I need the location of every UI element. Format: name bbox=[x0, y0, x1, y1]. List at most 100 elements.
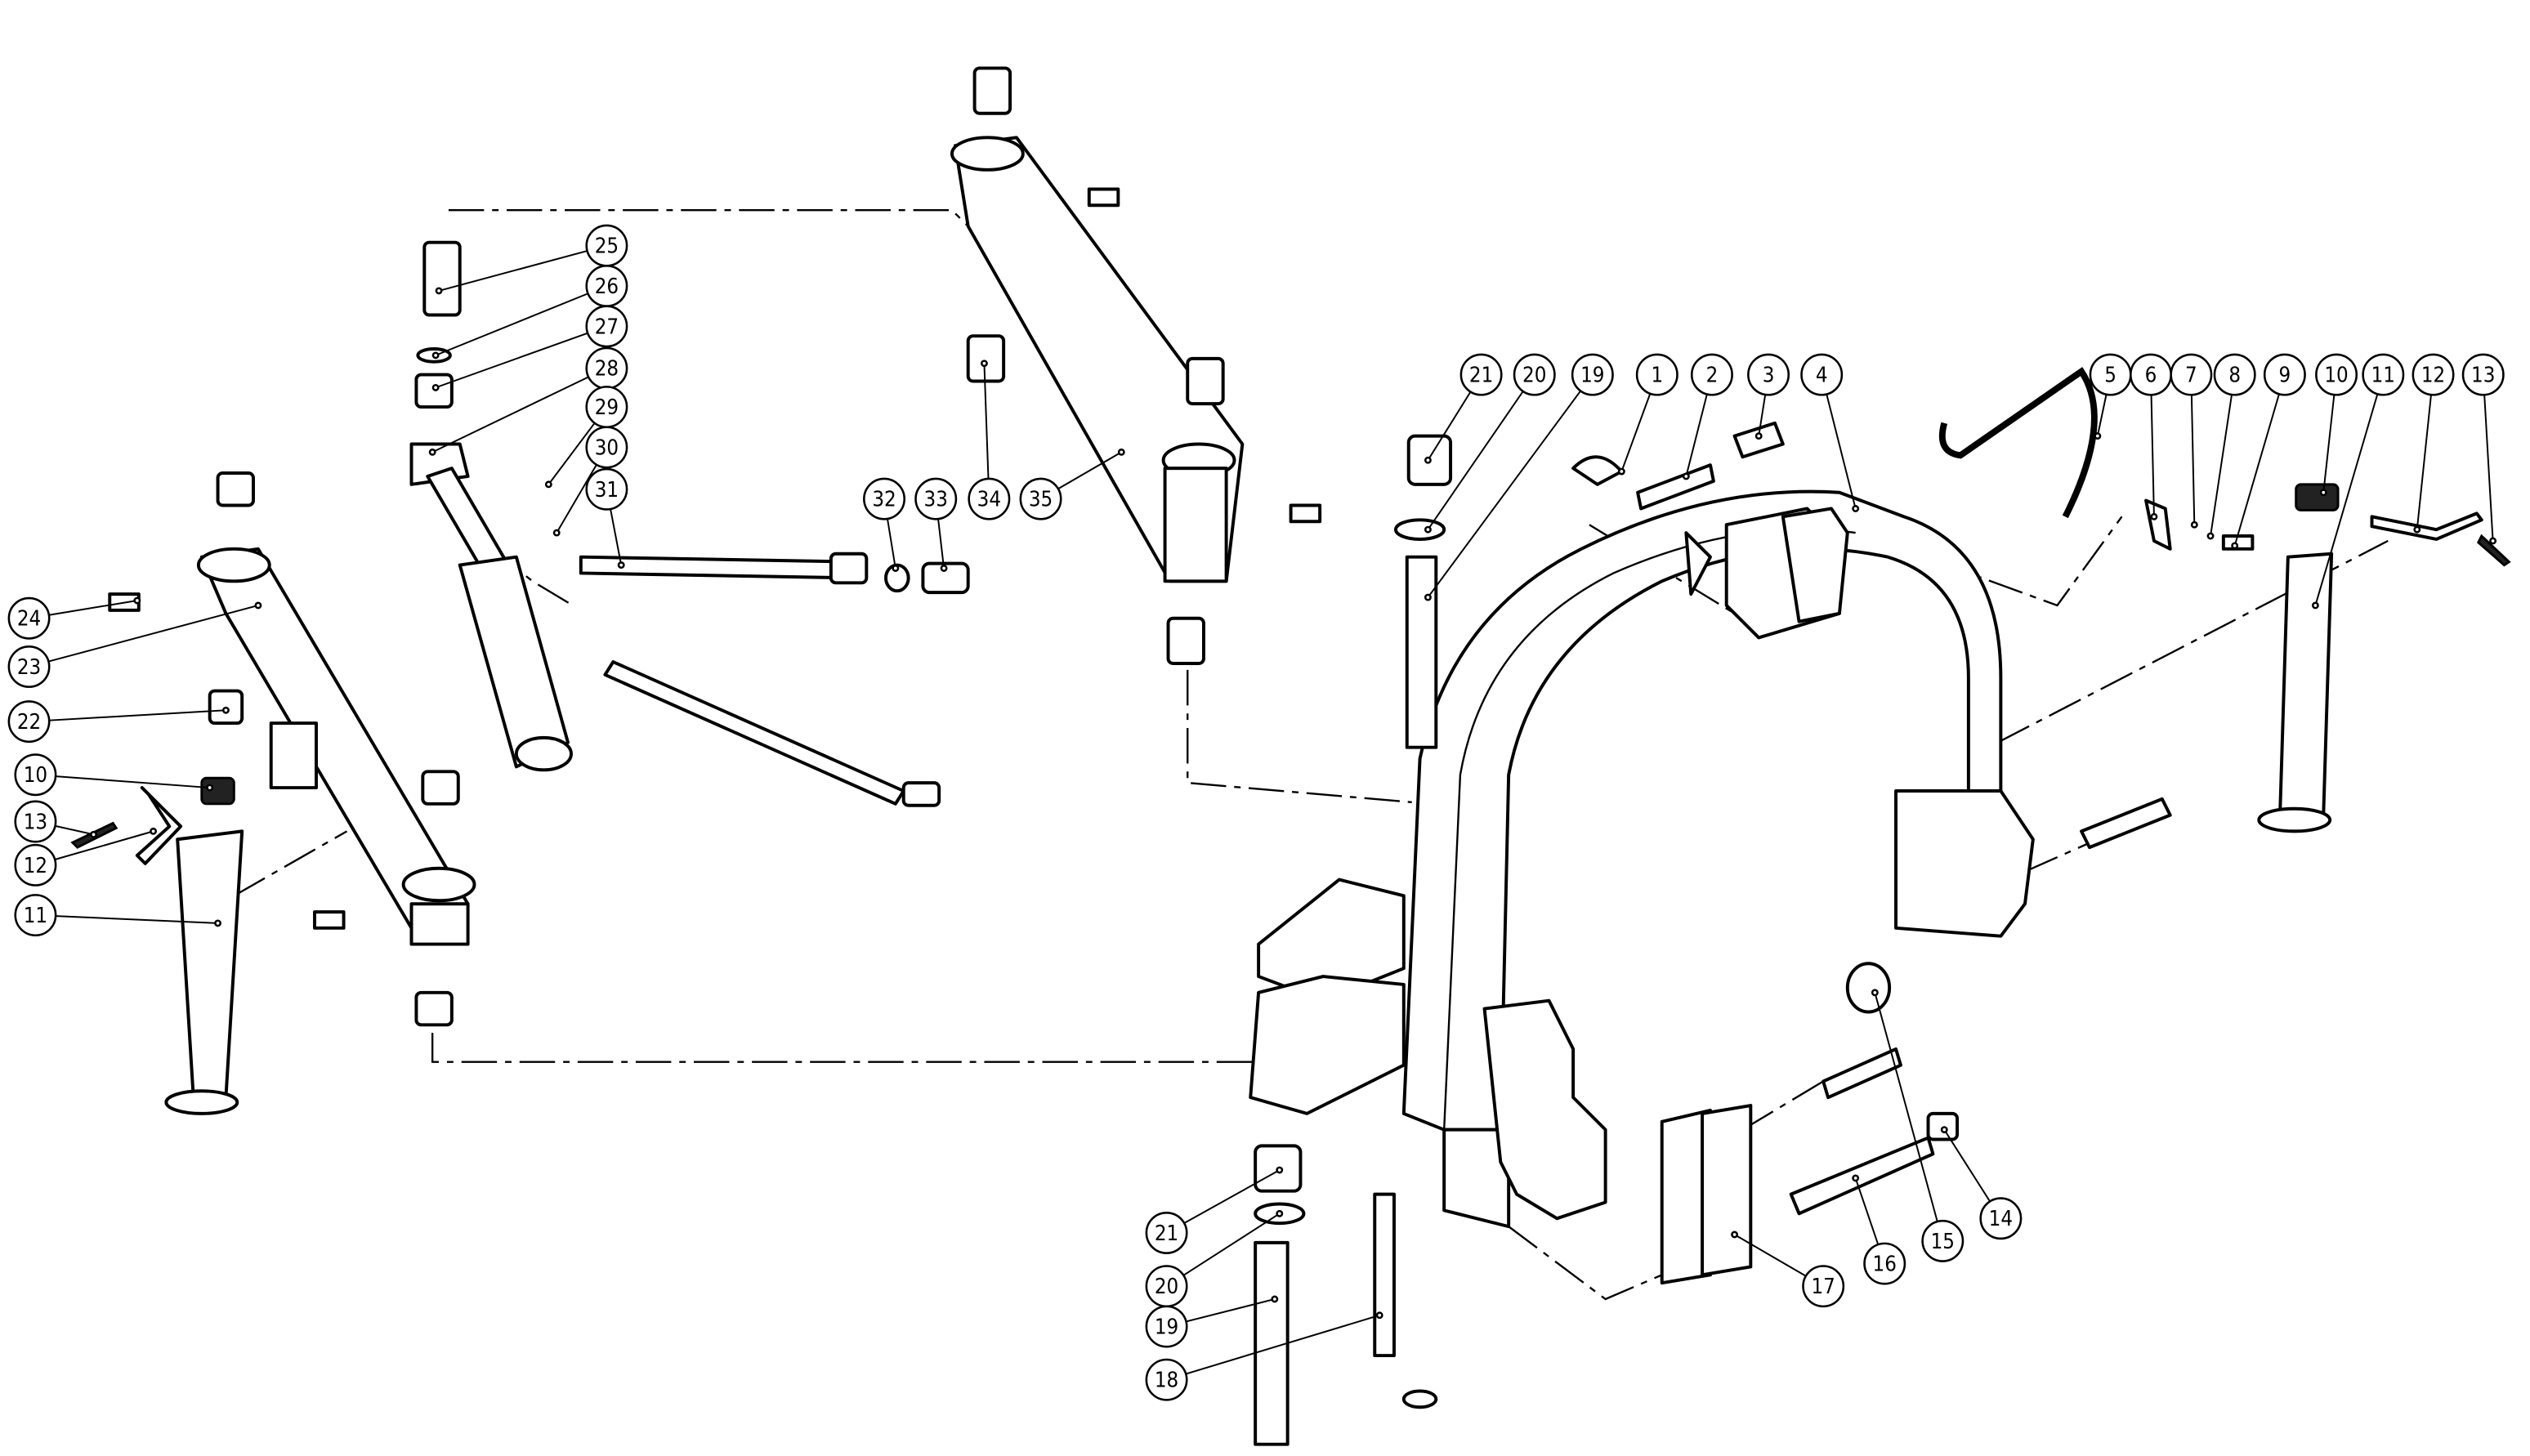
leader-line bbox=[55, 824, 94, 836]
leader-dot bbox=[1852, 505, 1860, 512]
callout-number: 13 bbox=[2471, 364, 2495, 388]
leader-dot bbox=[2413, 525, 2421, 534]
callout-number: 29 bbox=[595, 395, 619, 420]
leader-dot bbox=[940, 565, 948, 572]
callout-circle bbox=[2263, 353, 2306, 396]
leader-line bbox=[1874, 992, 1938, 1222]
leader-dot bbox=[2190, 520, 2198, 529]
leader-dot bbox=[214, 919, 221, 927]
callout-number: 13 bbox=[24, 811, 47, 835]
callout-number: 22 bbox=[17, 710, 41, 735]
leader-dot bbox=[2489, 537, 2497, 545]
left-stand bbox=[70, 776, 244, 1115]
callout-number: 12 bbox=[2421, 364, 2445, 388]
leader-line bbox=[1943, 1129, 1991, 1202]
callout-32: 32 bbox=[863, 477, 905, 572]
callout-18: 18 bbox=[1145, 1311, 1383, 1401]
leader-line bbox=[1685, 394, 1708, 477]
callout-27: 27 bbox=[431, 305, 628, 391]
callout-circle bbox=[7, 596, 51, 640]
callout-number: 6 bbox=[2145, 364, 2157, 388]
callout-number: 15 bbox=[1931, 1230, 1955, 1254]
callout-20: 20 bbox=[1424, 353, 1556, 534]
leader-line bbox=[1182, 1213, 1281, 1276]
leader-line bbox=[1185, 1314, 1380, 1375]
leader-dot bbox=[2150, 512, 2158, 520]
callout-circle bbox=[1019, 477, 1062, 520]
leader-dot bbox=[435, 287, 443, 295]
callout-5: 5 bbox=[2089, 353, 2132, 440]
leader-dot bbox=[90, 830, 97, 838]
callout-13: 13 bbox=[2461, 353, 2505, 545]
leader-dot bbox=[206, 784, 214, 792]
callout-number: 33 bbox=[924, 488, 948, 512]
callout-circle bbox=[14, 753, 57, 797]
leader-line bbox=[2210, 394, 2233, 537]
callout-30: 30 bbox=[552, 426, 628, 537]
leader-line bbox=[887, 518, 896, 569]
leader-dot bbox=[1731, 1230, 1739, 1239]
callout-circle bbox=[1921, 1219, 1965, 1262]
callout-circle bbox=[914, 477, 958, 520]
leader-line bbox=[1734, 1234, 1807, 1277]
leader-line bbox=[431, 376, 589, 453]
callout-6: 6 bbox=[2130, 353, 2172, 520]
callout-28: 28 bbox=[428, 346, 628, 456]
callout-circle bbox=[968, 477, 1011, 520]
callout-number: 35 bbox=[1029, 488, 1053, 512]
callout-number: 28 bbox=[595, 357, 619, 382]
leader-line bbox=[610, 508, 623, 565]
callout-21: 21 bbox=[1424, 353, 1503, 464]
leader-line bbox=[2314, 393, 2379, 606]
leader-dot bbox=[2231, 542, 2239, 550]
callout-number: 27 bbox=[595, 315, 619, 339]
callout-16: 16 bbox=[1852, 1174, 1906, 1285]
callout-number: 18 bbox=[1155, 1369, 1178, 1393]
pins-and-hardware bbox=[108, 187, 2511, 1446]
leader-line bbox=[435, 332, 588, 389]
leader-line bbox=[1427, 391, 1524, 530]
leader-line bbox=[49, 709, 226, 721]
callout-15: 15 bbox=[1871, 989, 1965, 1262]
leader-line bbox=[937, 519, 945, 569]
leader-dot bbox=[254, 601, 262, 610]
callout-circle bbox=[2412, 353, 2455, 396]
callout-circle bbox=[1513, 353, 1556, 396]
callout-number: 2 bbox=[1706, 364, 1719, 388]
leader-dot bbox=[1276, 1166, 1284, 1174]
leader-line bbox=[2416, 395, 2432, 530]
leader-line bbox=[1186, 1298, 1276, 1323]
callout-number: 31 bbox=[595, 478, 619, 502]
callout-number: 10 bbox=[2324, 364, 2348, 388]
callout-number: 20 bbox=[1522, 364, 1546, 388]
leader-line bbox=[548, 422, 596, 485]
callout-number: 24 bbox=[17, 607, 41, 632]
callout-number: 30 bbox=[595, 435, 619, 460]
leader-dot bbox=[428, 448, 436, 456]
callout-circle bbox=[2315, 353, 2358, 396]
callout-number: 19 bbox=[1155, 1315, 1178, 1340]
leader-dot bbox=[2094, 432, 2102, 440]
leader-dot bbox=[1375, 1311, 1383, 1320]
callout-25: 25 bbox=[435, 224, 628, 295]
callout-circle bbox=[1863, 1242, 1906, 1285]
callout-10: 10 bbox=[14, 753, 214, 797]
leader-dot bbox=[1424, 456, 1432, 464]
leader-line bbox=[48, 600, 137, 616]
callout-14: 14 bbox=[1940, 1126, 2023, 1240]
upper-arm bbox=[950, 66, 1245, 665]
left-arm bbox=[196, 471, 476, 1027]
leader-dot bbox=[2206, 532, 2215, 540]
leader-dot bbox=[431, 351, 440, 360]
callout-circle bbox=[1635, 353, 1678, 396]
leader-dot bbox=[980, 360, 988, 368]
callout-circle bbox=[2213, 353, 2256, 396]
callout-2: 2 bbox=[1682, 353, 1733, 480]
callout-7: 7 bbox=[2170, 353, 2213, 529]
callout-circle bbox=[863, 477, 905, 520]
callout-number: 12 bbox=[24, 854, 47, 878]
leader-line bbox=[1854, 1177, 1880, 1245]
callout-24: 24 bbox=[7, 596, 141, 640]
callout-number: 7 bbox=[2185, 364, 2197, 388]
